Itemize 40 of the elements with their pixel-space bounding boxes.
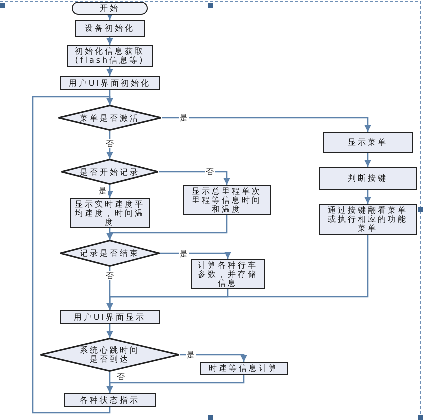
decision-diamond: 记录是否结束 [60, 240, 160, 267]
process-box: 显示总里程单次里程等信息时间和温度 [183, 185, 271, 215]
flow-arrow [106, 185, 114, 198]
process-box: 初始化信息获取(flash信息等) [67, 45, 153, 67]
flow-arrow [364, 190, 372, 204]
decision-diamond: 系统心跳时间是否到达 [40, 338, 180, 372]
edge-label: 否 [205, 168, 215, 176]
flow-arrow [106, 13, 114, 20]
process-box: 判断按键 [319, 167, 417, 190]
process-box: 各种状态指示 [64, 393, 156, 407]
flow-arrow [160, 252, 232, 259]
flow-arrow [106, 289, 229, 310]
process-box: 用户UI界面显示 [60, 310, 160, 324]
process-box: 计算各种行车参数，并存储信息 [191, 259, 265, 289]
flow-arrow [159, 171, 230, 185]
edge-label: 否 [116, 372, 126, 382]
edge-label: 否 [105, 140, 115, 148]
start-terminal: 开始 [72, 2, 148, 15]
flow-arrow [106, 375, 245, 393]
process-box: 用户UI界面初始化 [60, 76, 160, 90]
process-box: 显示菜单 [323, 132, 413, 153]
process-box: 设备初始化 [75, 20, 145, 37]
edge-label: 是 [179, 114, 189, 122]
flow-arrow [32, 96, 114, 414]
process-box: 通过按键翻看菜单或执行相应的功能菜单 [319, 204, 417, 235]
edge-label: 是 [179, 249, 189, 258]
flow-arrow [364, 153, 372, 167]
edge-label: 否 [105, 272, 115, 280]
decision-diamond: 菜单是否激活 [58, 105, 162, 131]
decision-diamond: 是否开始记录 [61, 159, 159, 185]
process-box: 显示实时速度平均速度，时间温度 [70, 198, 150, 228]
flow-arrow [180, 354, 248, 362]
edge-label: 是 [186, 350, 196, 360]
flow-arrow [106, 67, 114, 76]
process-box: 时速等信息计算 [200, 362, 288, 375]
flow-arrow [162, 117, 372, 132]
edge-label: 是 [98, 186, 108, 196]
flow-arrow [106, 324, 114, 338]
flow-arrow [106, 215, 228, 240]
flow-arrow [106, 37, 114, 45]
